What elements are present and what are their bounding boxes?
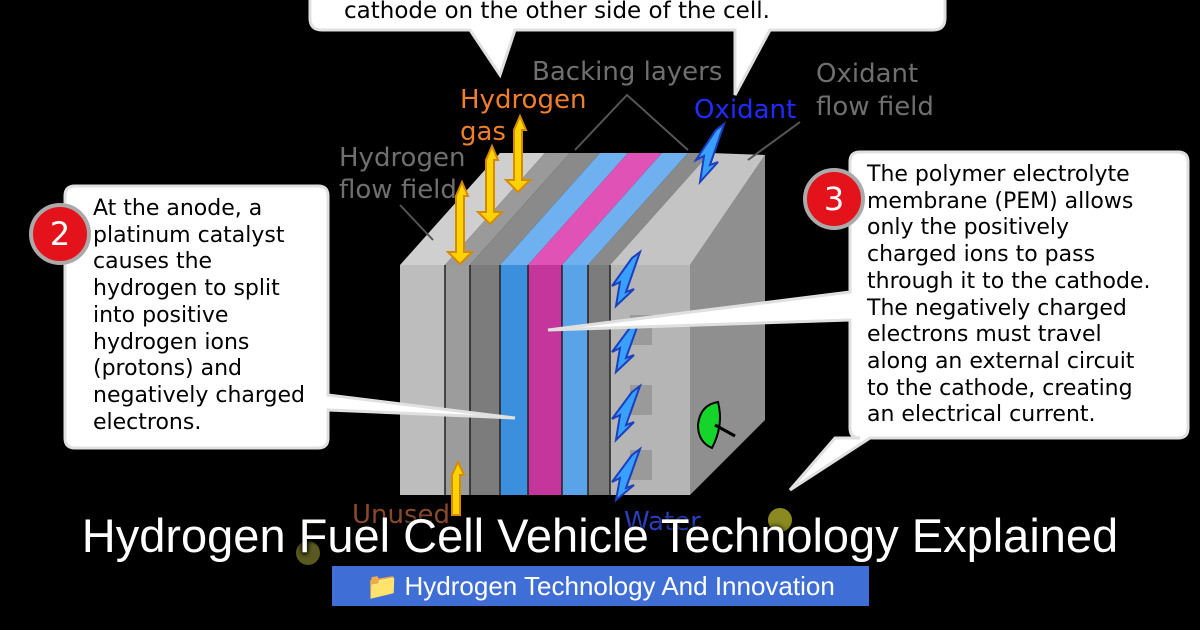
oxidant-inflow-arrows: [611, 121, 726, 503]
electrical-terminal: [696, 400, 721, 450]
cell-top-face-electrode-left: [470, 153, 600, 265]
label-oxidant-flow-field-line2: flow field: [816, 92, 934, 122]
callout-line: The negatively charged: [867, 295, 1127, 321]
step-2-badge: 2: [29, 203, 91, 265]
callout-line: At the anode, a: [93, 196, 263, 221]
cell-top-face-membrane: [528, 153, 662, 265]
callout-line: only the positively: [867, 215, 1070, 241]
callout-line: platinum catalyst: [93, 222, 285, 248]
callout-line: hydrogen to split: [93, 276, 280, 302]
cell-top-face-oxidant-field: [610, 153, 765, 265]
callout-bubbles: [63, 0, 1190, 492]
label-hydrogen-gas-line1: Hydrogen: [460, 85, 586, 115]
label-oxidant: Oxidant: [694, 95, 796, 125]
category-label: Hydrogen Technology And Innovation: [404, 571, 835, 601]
cell-top-face-backing-right: [588, 153, 710, 265]
circuit-node-right: [768, 508, 792, 532]
label-backing-layers: Backing layers: [532, 57, 722, 87]
hydrogen-flow-field-slab: [400, 265, 445, 495]
membrane-layer: [528, 265, 562, 495]
label-hydrogen-flow-field-line2: flow field: [339, 175, 457, 205]
callout-line: electrons must travel: [867, 322, 1102, 348]
cell-top-face-anode: [500, 153, 628, 265]
backing-layer-right: [588, 265, 610, 495]
callout-line: an electrical current.: [867, 402, 1096, 428]
callout-line: electrons.: [93, 409, 202, 435]
page-title: Hydrogen Fuel Cell Vehicle Technology Ex…: [81, 509, 1119, 562]
backing-layer-left: [445, 265, 470, 495]
callout-line: The polymer electrolyte: [867, 162, 1130, 187]
callout-bubble-3: [547, 150, 1190, 492]
category-link[interactable]: 📁Hydrogen Technology And Innovation: [332, 566, 869, 606]
terminal-wire: [714, 423, 736, 438]
callout-line: negatively charged: [93, 382, 305, 408]
anode-layer: [500, 265, 528, 495]
label-unused: Unused: [352, 500, 450, 530]
circuit-node-left: [296, 541, 320, 565]
label-hydrogen-gas-line2: gas: [460, 117, 506, 147]
callout-line: causes the: [93, 249, 213, 275]
cathode-layer: [562, 265, 588, 495]
callout-step-2-text: At the anode, a platinum catalyst causes…: [93, 196, 305, 436]
callout-line: along an external circuit: [867, 348, 1135, 374]
step-3-badge: 3: [803, 168, 865, 230]
callout-bubble-2: [63, 184, 516, 450]
label-water: Water: [624, 507, 701, 537]
callout-line: through it to the cathode.: [867, 268, 1151, 294]
callout-line: charged ions to pass: [867, 242, 1096, 268]
folder-icon: 📁: [366, 571, 399, 601]
callout-line: to the cathode, creating: [867, 375, 1133, 401]
callout-line: into positive: [93, 302, 229, 328]
label-hydrogen-flow-field-line1: Hydrogen: [339, 143, 465, 173]
callout-top-text: cathode on the other side of the cell.: [344, 0, 770, 24]
layer-outlines: [444, 265, 611, 495]
label-oxidant-flow-field-line1: Oxidant: [816, 59, 918, 89]
callout-line: (protons) and: [93, 356, 243, 382]
label-leaders: [399, 93, 801, 241]
callout-line: membrane (PEM) allows: [867, 188, 1134, 214]
hydrogen-inflow-arrows: [445, 113, 533, 516]
cell-top-face-backing: [445, 153, 570, 265]
callout-line: hydrogen ions: [93, 329, 250, 355]
cell-top-face-cathode: [562, 153, 688, 265]
electrode-layer-left: [470, 265, 500, 495]
callout-bubble-top: [308, 0, 947, 96]
callout-step-3-text: The polymer electrolyte membrane (PEM) a…: [867, 162, 1150, 429]
